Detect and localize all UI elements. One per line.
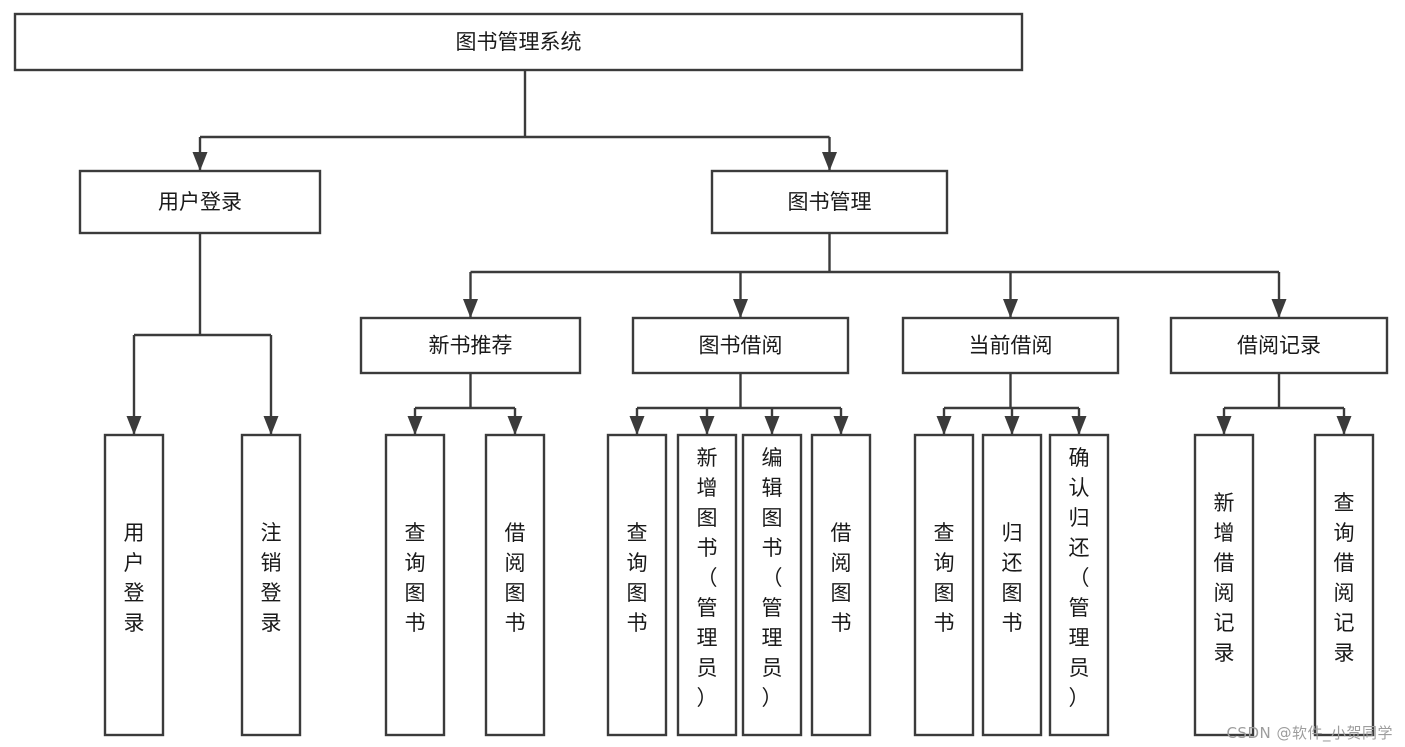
node-label: 查询图书 bbox=[934, 521, 955, 635]
node-leaf-add-record[interactable]: 新增借阅记录 bbox=[1193, 433, 1255, 737]
node-box bbox=[103, 433, 165, 737]
node-borrow-record[interactable]: 借阅记录 bbox=[1169, 316, 1389, 375]
node-label: 用户登录 bbox=[124, 521, 145, 635]
node-box bbox=[240, 433, 302, 737]
arrow-to-leaf-query-book-1 bbox=[407, 416, 423, 435]
node-box bbox=[13, 12, 1024, 72]
arrow-to-leaf-query-record bbox=[1336, 416, 1352, 435]
arrow-to-leaf-add-book bbox=[699, 416, 715, 435]
node-label: 借阅图书 bbox=[831, 521, 852, 635]
node-box bbox=[631, 316, 850, 375]
node-box bbox=[901, 316, 1120, 375]
node-leaf-user-logout[interactable]: 注销登录 bbox=[240, 433, 302, 737]
node-leaf-query-book-2[interactable]: 查询图书 bbox=[606, 433, 668, 737]
arrow-to-leaf-borrow-book-1 bbox=[507, 416, 523, 435]
node-box bbox=[484, 433, 546, 737]
arrow-to-borrow-record bbox=[1271, 299, 1287, 318]
arrow-to-leaf-query-book-3 bbox=[936, 416, 952, 435]
node-new-book-recommend[interactable]: 新书推荐 bbox=[359, 316, 582, 375]
node-leaf-add-book[interactable]: 新增图书（管理员） bbox=[676, 433, 738, 737]
arrow-to-leaf-return-book bbox=[1004, 416, 1020, 435]
arrow-to-leaf-edit-book bbox=[764, 416, 780, 435]
arrow-to-leaf-add-record bbox=[1216, 416, 1232, 435]
node-leaf-query-book-3[interactable]: 查询图书 bbox=[913, 433, 975, 737]
node-label: 归还图书 bbox=[1002, 521, 1023, 635]
node-label: 图书借阅 bbox=[699, 334, 783, 358]
arrow-to-current-borrow bbox=[1003, 299, 1018, 318]
node-leaf-query-record[interactable]: 查询借阅记录 bbox=[1313, 433, 1375, 737]
arrow-to-leaf-query-book-2 bbox=[629, 416, 645, 435]
node-box bbox=[1193, 433, 1255, 737]
node-box bbox=[606, 433, 668, 737]
node-leaf-borrow-book-2[interactable]: 借阅图书 bbox=[810, 433, 872, 737]
arrow-to-user-login bbox=[192, 152, 208, 171]
node-leaf-query-book-1[interactable]: 查询图书 bbox=[384, 433, 446, 737]
node-label: 借阅图书 bbox=[505, 521, 526, 635]
node-box bbox=[1048, 433, 1110, 737]
node-leaf-edit-book[interactable]: 编辑图书（管理员） bbox=[741, 433, 803, 737]
node-label: 借阅记录 bbox=[1237, 334, 1321, 358]
node-leaf-confirm-return[interactable]: 确认归还（管理员） bbox=[1048, 433, 1110, 737]
node-root[interactable]: 图书管理系统 bbox=[13, 12, 1024, 72]
node-book-borrow[interactable]: 图书借阅 bbox=[631, 316, 850, 375]
node-box bbox=[78, 169, 322, 235]
arrow-to-leaf-confirm-return bbox=[1071, 416, 1087, 435]
node-box bbox=[1169, 316, 1389, 375]
node-box bbox=[676, 433, 738, 737]
node-box bbox=[384, 433, 446, 737]
node-box bbox=[359, 316, 582, 375]
node-label: 查询图书 bbox=[405, 521, 426, 635]
node-label: 图书管理 bbox=[788, 190, 872, 214]
node-book-manage[interactable]: 图书管理 bbox=[710, 169, 949, 235]
node-box bbox=[710, 169, 949, 235]
node-label: 编辑图书（管理员） bbox=[762, 446, 783, 710]
node-label: 确认归还（管理员） bbox=[1069, 446, 1090, 710]
node-label: 新书推荐 bbox=[429, 334, 513, 358]
node-leaf-return-book[interactable]: 归还图书 bbox=[981, 433, 1043, 737]
node-label: 当前借阅 bbox=[969, 334, 1053, 358]
node-label: 查询图书 bbox=[627, 521, 648, 635]
node-box bbox=[1313, 433, 1375, 737]
node-box bbox=[981, 433, 1043, 737]
node-label: 新增图书（管理员） bbox=[697, 446, 718, 710]
node-current-borrow[interactable]: 当前借阅 bbox=[901, 316, 1120, 375]
arrow-to-book-manage bbox=[822, 152, 837, 171]
arrow-to-leaf-borrow-book-2 bbox=[833, 416, 849, 435]
node-box bbox=[741, 433, 803, 737]
arrow-to-leaf-user-login bbox=[126, 416, 142, 435]
node-user-login[interactable]: 用户登录 bbox=[78, 169, 322, 235]
node-label: 查询借阅记录 bbox=[1334, 491, 1355, 665]
node-label: 注销登录 bbox=[261, 521, 282, 635]
node-box bbox=[913, 433, 975, 737]
node-box bbox=[810, 433, 872, 737]
node-leaf-borrow-book-1[interactable]: 借阅图书 bbox=[484, 433, 546, 737]
node-label: 新增借阅记录 bbox=[1214, 491, 1235, 665]
arrow-to-leaf-user-logout bbox=[263, 416, 279, 435]
arrow-to-new-book-recommend bbox=[463, 299, 478, 318]
arrow-to-book-borrow bbox=[733, 299, 748, 318]
node-label: 图书管理系统 bbox=[456, 30, 582, 54]
node-label: 用户登录 bbox=[158, 190, 242, 214]
node-leaf-user-login[interactable]: 用户登录 bbox=[103, 433, 165, 737]
